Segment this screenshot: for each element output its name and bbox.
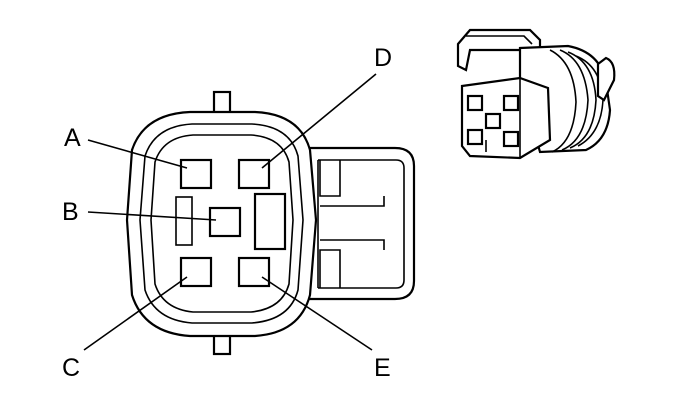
locking-tab [298,146,416,301]
leader-line-d [261,73,377,169]
pin-cavity-c [179,256,213,288]
pin-cavity-b [208,206,242,238]
leader-line-b [87,211,217,221]
connector-outline [125,110,318,338]
leader-lines [83,73,377,351]
pin-label-a: A [64,124,81,152]
pin-label-b: B [62,198,79,226]
connector-isometric-view [456,28,616,160]
pin-label-e: E [374,354,391,382]
key-slot-right [253,192,287,251]
leader-line-a [87,139,188,169]
pin-cavity-e [237,256,271,288]
connector-face-view [125,90,416,356]
seal-ring-inner [150,134,294,313]
pin-labels: A B C D E [62,44,392,382]
leader-line-c [83,276,188,351]
pin-label-c: C [62,354,80,382]
leader-line-e [261,276,373,351]
pin-label-d: D [374,44,392,72]
key-slot-left [175,196,193,246]
seal-ring-outer [139,123,304,324]
pin-cavity-d [237,158,271,190]
pin-cavity-a [179,158,213,190]
